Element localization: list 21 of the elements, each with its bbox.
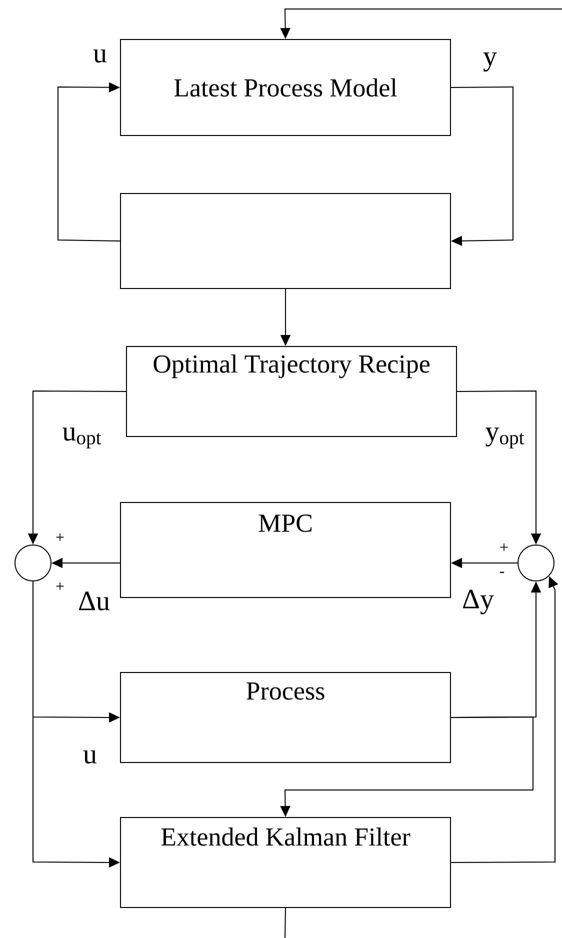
summing-junction <box>14 544 52 582</box>
block-box: Latest Process Model <box>120 39 451 136</box>
block-box: Extended Kalman Filter <box>120 817 451 908</box>
edge-label: y$_{opt}$ <box>484 426 526 450</box>
summing-junction <box>518 544 554 582</box>
edge-label: y <box>482 52 498 72</box>
sign-label: + <box>56 533 64 541</box>
edge-label: Δu <box>77 590 111 612</box>
edge-label: u <box>82 749 98 765</box>
edge-label: u <box>92 48 108 64</box>
edge-label: Δy <box>461 588 495 616</box>
block-box: MPC <box>120 502 451 598</box>
sign-label: + <box>56 582 64 590</box>
sign-label: + <box>500 543 508 551</box>
arrow <box>450 86 514 246</box>
block-box: Optimal Trajectory Recipe <box>126 346 457 437</box>
block-box: Process <box>120 672 451 763</box>
edge-label: u$_{opt}$ <box>61 426 103 450</box>
empty-box <box>120 193 451 289</box>
arrow <box>58 82 120 242</box>
sign-label: - <box>500 572 504 574</box>
